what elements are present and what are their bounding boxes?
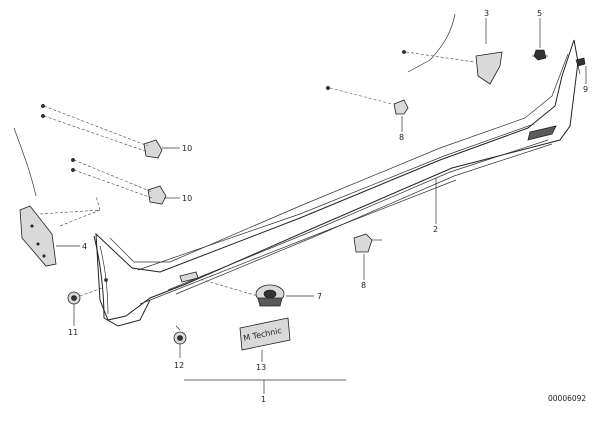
callout-10-upper: 10 [182,144,192,153]
callout-1: 1 [261,395,266,404]
callout-2: 2 [433,225,438,234]
part-11-screw [67,287,103,305]
callout-10-lower: 10 [182,194,192,203]
callout-5: 5 [537,9,542,18]
callout-12: 12 [174,361,184,370]
part-9-screw [575,57,586,75]
screw-hole [104,278,108,282]
part-3-insert [475,51,503,85]
part-10-clip-upper [43,105,163,159]
leader-lines [56,18,587,394]
callout-8-upper: 8 [399,133,404,142]
part-7-grommet [179,271,285,307]
callout-7: 7 [317,292,322,301]
side-sill-panel [95,39,579,321]
part-5-clip [532,49,548,61]
callout-11: 11 [68,328,78,337]
callout-3: 3 [484,9,489,18]
callout-9: 9 [583,85,588,94]
callout-4: 4 [82,242,87,251]
body-outline [13,13,456,227]
callout-labels: 3 5 9 8 10 10 4 2 8 7 11 12 13 1 [68,9,588,404]
part-12-screw [173,325,187,345]
part-13-emblem: M Technic [239,317,291,351]
reference-number: 00006092 [548,394,586,403]
part-4-cover [19,205,57,267]
part-8-clip-lower [353,233,382,253]
part-8-nut-upper [329,87,409,115]
front-sill-end [93,235,151,327]
pin-markers [41,50,475,172]
callout-13: 13 [256,363,266,372]
part-10-clip-lower [73,159,167,205]
callout-8-lower: 8 [361,281,366,290]
